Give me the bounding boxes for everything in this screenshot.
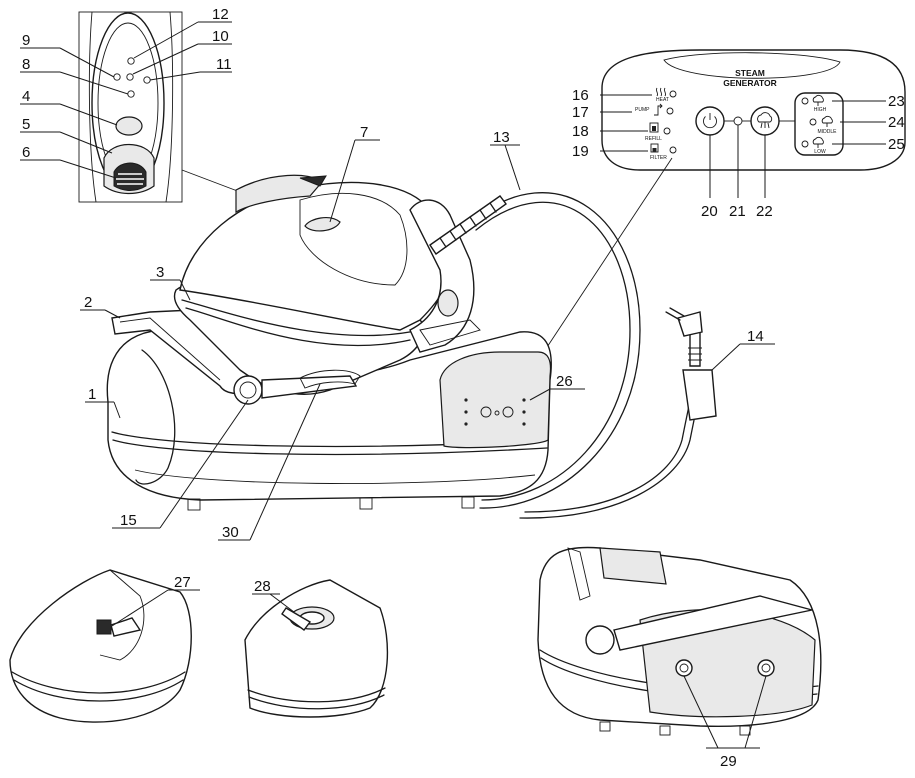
- water-fill-cap: [304, 217, 341, 232]
- callout-29: 29: [720, 753, 737, 770]
- callout-28: 28: [254, 578, 271, 595]
- callout-14: 14: [747, 328, 764, 345]
- callout-11: 11: [216, 56, 232, 73]
- callout-26: 26: [556, 373, 573, 390]
- foot: [461, 496, 475, 509]
- led-12: [127, 57, 135, 65]
- filter-icon: [650, 143, 659, 153]
- steam-level-button[interactable]: [750, 106, 780, 136]
- callout-23: 23: [888, 93, 905, 110]
- callout-7: 7: [360, 124, 368, 141]
- callout-3: 3: [156, 264, 164, 281]
- low-label: LOW: [814, 149, 826, 155]
- pump-label: PUMP: [635, 107, 650, 113]
- callout-9: 9: [22, 32, 30, 49]
- callout-18: 18: [572, 123, 589, 140]
- callout-5: 5: [22, 116, 30, 133]
- detail-27-view: [9, 569, 192, 723]
- rear-base-view: [537, 546, 822, 736]
- callout-10: 10: [212, 28, 229, 45]
- steam-button-4: [115, 116, 143, 136]
- power-button[interactable]: [695, 106, 725, 136]
- callout-8: 8: [22, 56, 30, 73]
- heat-led: [669, 90, 677, 98]
- callout-4: 4: [22, 88, 30, 105]
- callout-22: 22: [756, 203, 773, 220]
- screw-hole: [675, 659, 693, 677]
- iron-lock-button: [233, 375, 263, 405]
- high-led: [801, 97, 809, 105]
- heat-icon: [655, 87, 667, 97]
- foot: [359, 497, 373, 510]
- steam-icon: [812, 94, 824, 103]
- handle-detail-inset: [78, 11, 249, 203]
- screw-hole: [757, 659, 775, 677]
- steam-level-indicators: [794, 92, 844, 156]
- callout-1: 1: [88, 386, 96, 403]
- heat-label: HEAT: [656, 97, 669, 103]
- main-appliance: [106, 174, 641, 511]
- cord-storage-panel: [439, 351, 552, 449]
- callout-17: 17: [572, 104, 589, 121]
- callout-16: 16: [572, 87, 589, 104]
- callout-30: 30: [222, 524, 239, 541]
- refill-icon: [649, 122, 659, 133]
- control-panel: STEAM GENERATOR HEAT PUMP REFILL FILTER: [521, 49, 906, 386]
- callout-20: 20: [701, 203, 718, 220]
- hose-strain-relief: [429, 195, 507, 255]
- callouts: 12 10 11 9 8 4 5 6 7 3 2 1 13: [20, 6, 905, 770]
- filter-label: FILTER: [650, 155, 667, 161]
- callout-19: 19: [572, 143, 589, 160]
- callout-2: 2: [84, 294, 92, 311]
- middle-label: MIDDLE: [818, 129, 838, 135]
- trigger-6: [113, 162, 147, 191]
- power-icon: [703, 113, 717, 129]
- steam-icon: [821, 115, 833, 124]
- callout-27: 27: [174, 574, 191, 591]
- refill-label: REFILL: [645, 136, 662, 142]
- foot: [187, 498, 201, 511]
- refill-led: [663, 127, 671, 135]
- pump-icon: [654, 103, 663, 116]
- callout-24: 24: [888, 114, 905, 131]
- pump-led: [666, 107, 674, 115]
- callout-12: 12: [212, 6, 229, 23]
- filter-led: [669, 146, 677, 154]
- low-led: [801, 140, 809, 148]
- plug: [677, 311, 703, 337]
- panel-title-line1: STEAM: [735, 68, 765, 78]
- callout-15: 15: [120, 512, 137, 529]
- callout-25: 25: [888, 136, 905, 153]
- callout-21: 21: [729, 203, 746, 220]
- callout-6: 6: [22, 144, 30, 161]
- detail-28-view: [244, 579, 389, 718]
- panel-title-line2: GENERATOR: [723, 78, 777, 88]
- cord-clip: [682, 369, 717, 421]
- callout-13: 13: [493, 129, 510, 146]
- steam-icon: [757, 112, 773, 129]
- middle-led: [809, 118, 817, 126]
- steam-icon: [812, 136, 824, 145]
- led-10: [126, 73, 134, 81]
- power-cord: [519, 307, 717, 519]
- thermostat-knob: [437, 289, 459, 317]
- high-label: HIGH: [814, 107, 827, 113]
